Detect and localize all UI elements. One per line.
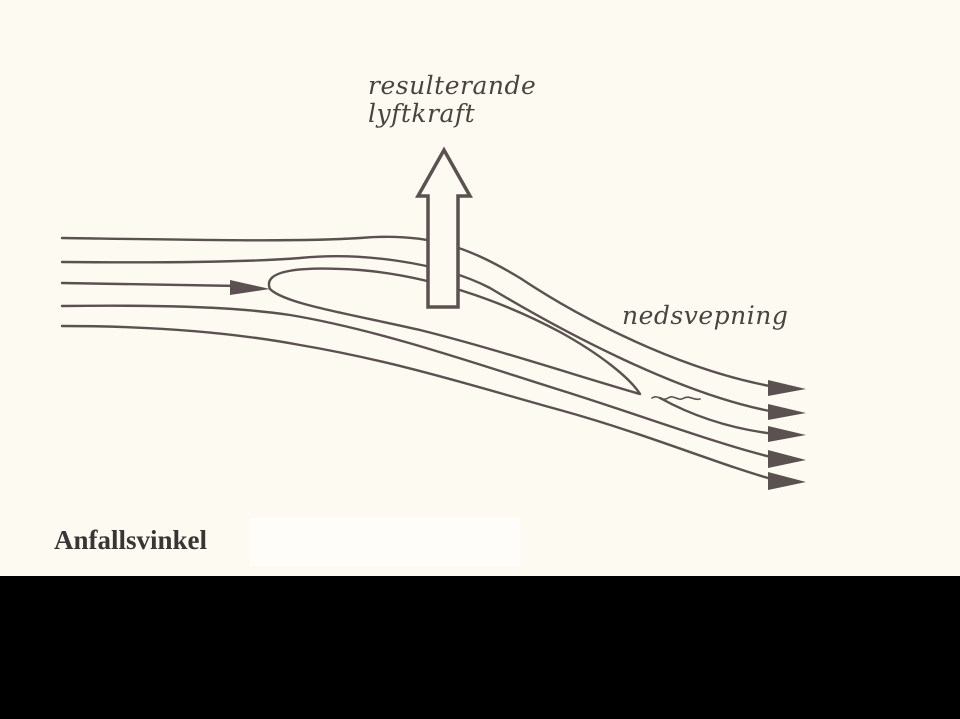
bottom-black-band [0, 576, 960, 719]
wake-vortex [651, 396, 701, 401]
lift-label: resulterande lyftkraft [368, 72, 536, 128]
streamline-3-tail [658, 396, 777, 436]
downwash-label: nedsvepning [622, 301, 789, 330]
airfoil [267, 267, 642, 396]
outflow-arrowhead-1 [768, 380, 806, 396]
outflow-arrowhead-5 [768, 472, 806, 490]
streamline-2 [60, 255, 777, 414]
streamline-3 [60, 281, 242, 288]
inflow-arrowhead [230, 280, 270, 295]
streamline-5 [60, 324, 777, 482]
outflow-arrowhead-4 [768, 450, 806, 468]
lift-label-line-1: resulterande [368, 71, 537, 100]
airfoil-diagram [60, 146, 806, 490]
lift-label-line-2: lyftkraft [368, 99, 476, 128]
outflow-arrowhead-3 [768, 426, 806, 442]
diagram-paper: resulterande lyftkraft nedsvepning Anfal… [0, 0, 960, 576]
lift-arrow [415, 146, 473, 309]
figure-caption: Anfallsvinkel [54, 525, 208, 555]
caption-mask [250, 518, 520, 566]
outflow-arrowhead-2 [768, 404, 806, 420]
streamline-4 [60, 304, 777, 460]
